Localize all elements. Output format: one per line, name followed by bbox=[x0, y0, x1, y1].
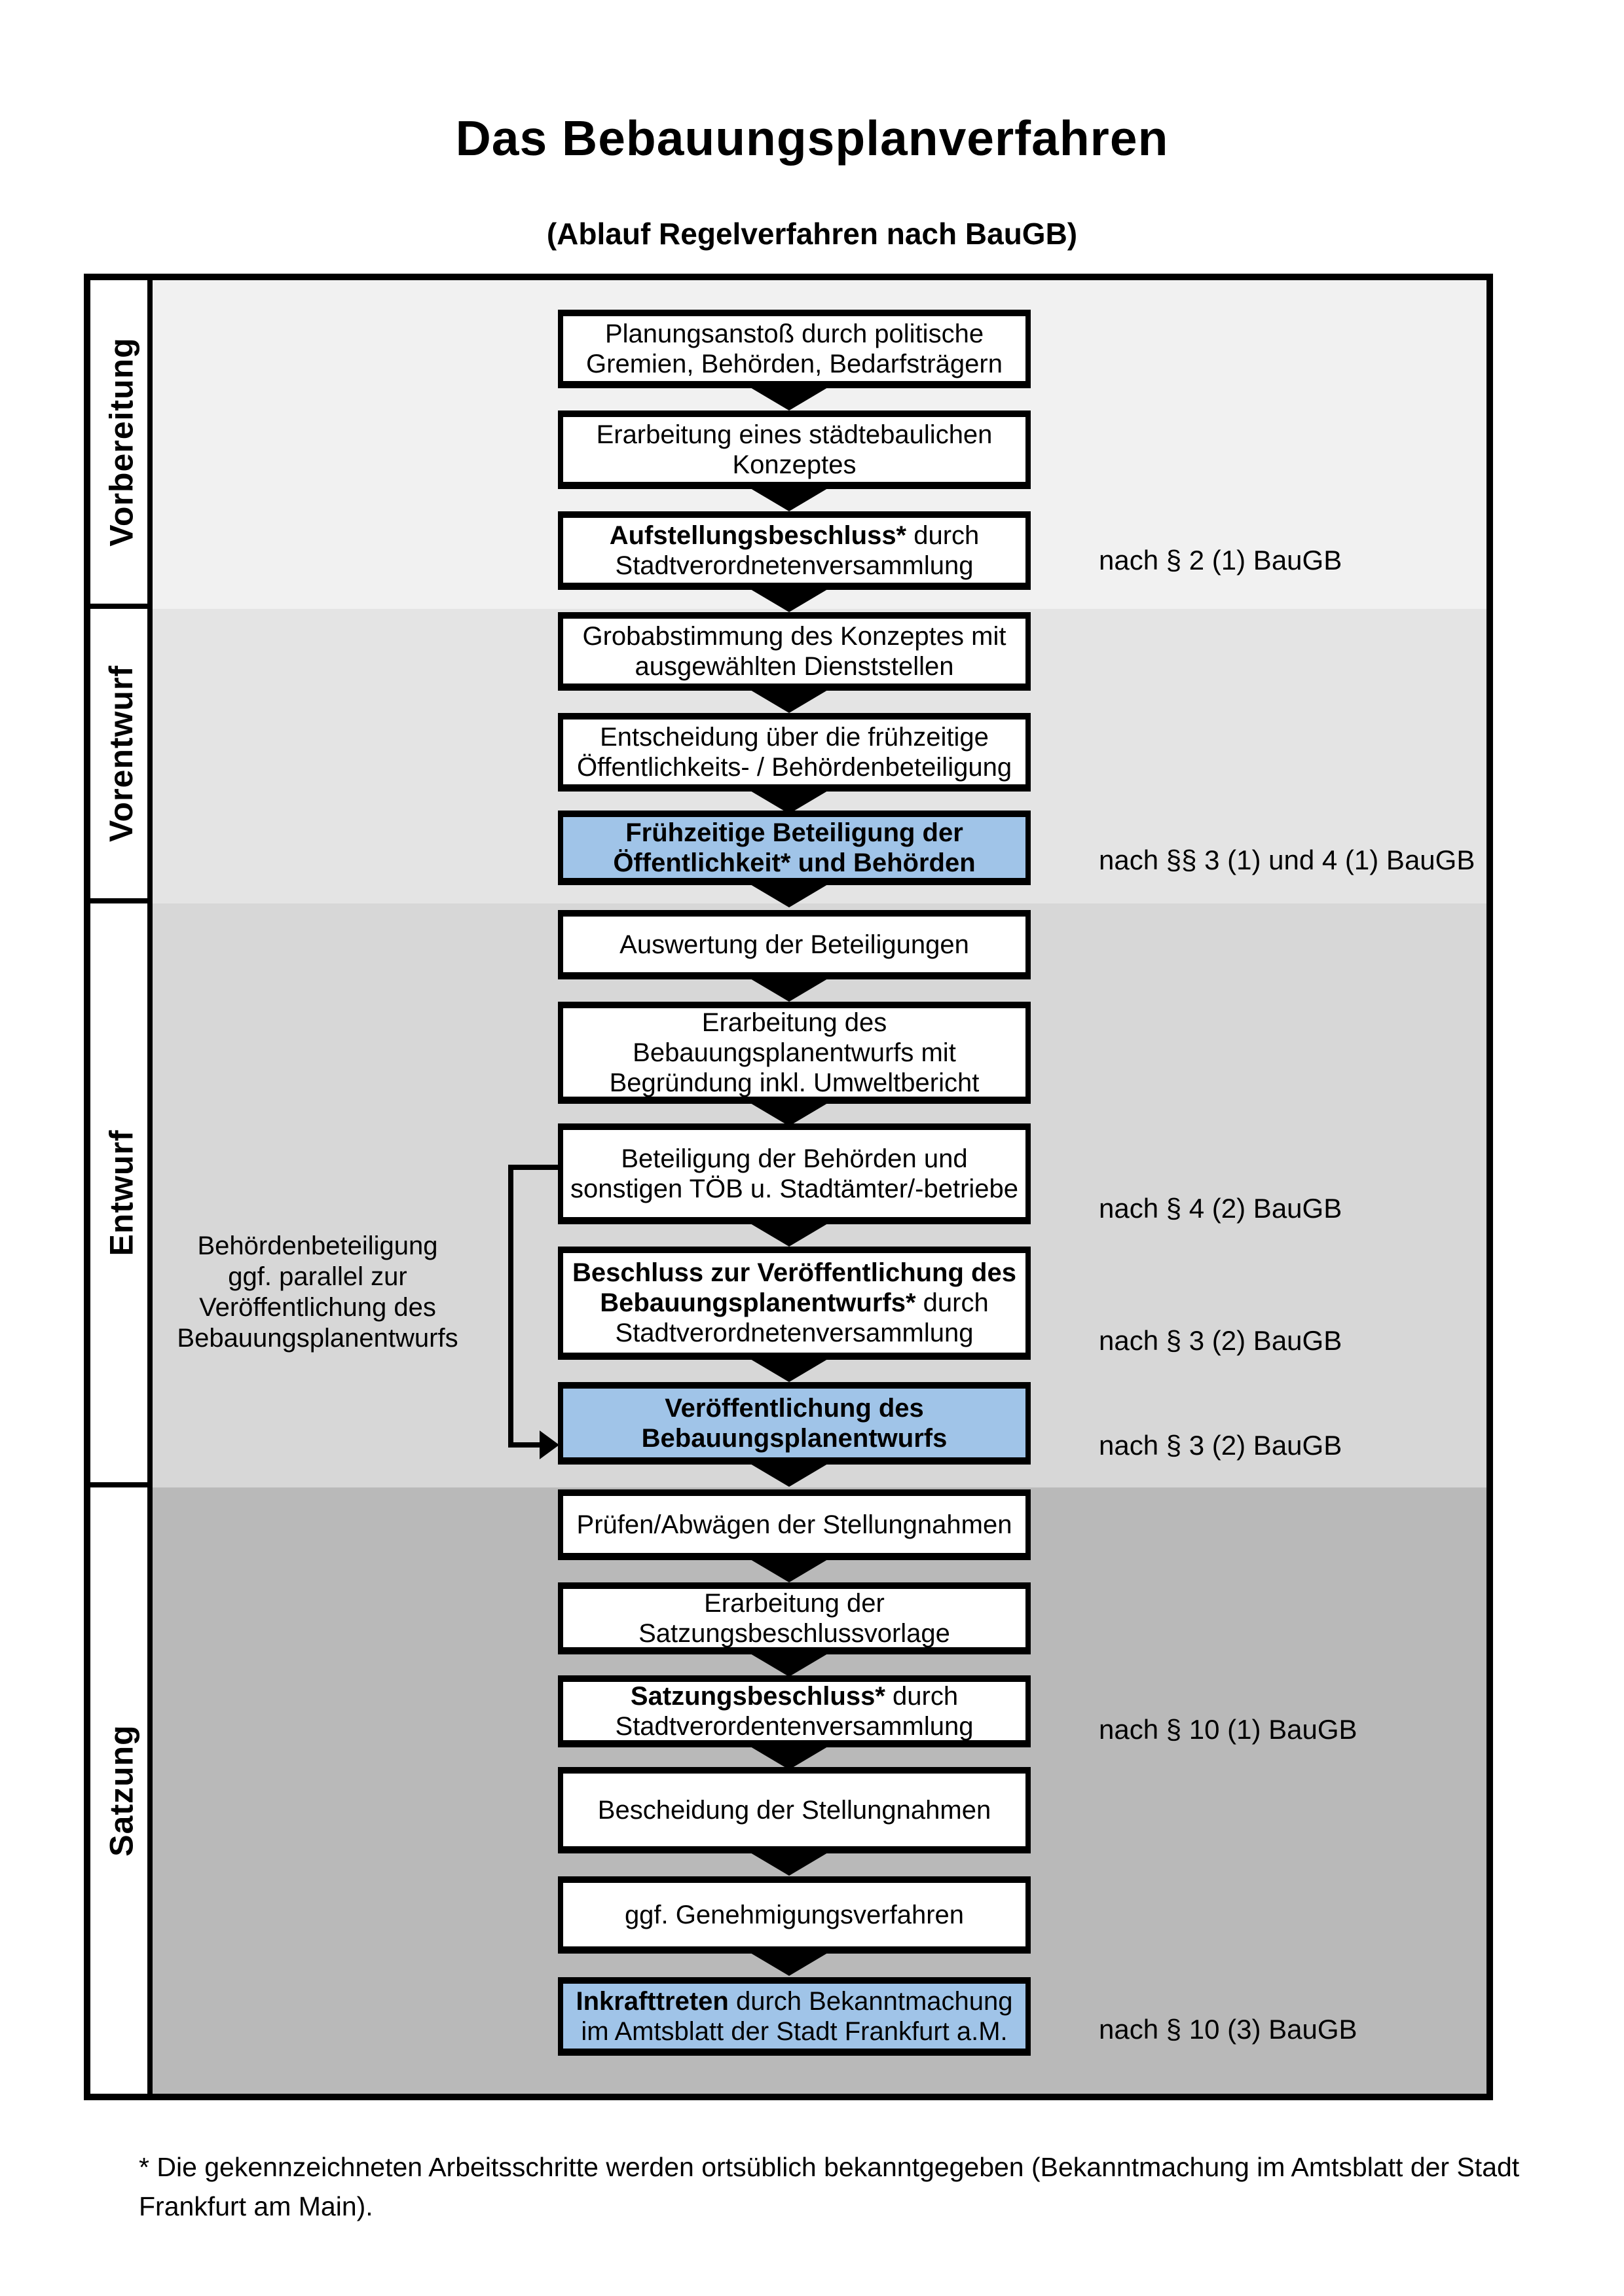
box-line: Öffentlichkeits- / Behördenbeteiligung bbox=[576, 752, 1012, 782]
legal-ref-inkrafttreten: nach § 10 (3) BauGB bbox=[1099, 2014, 1357, 2045]
footnote-line: * Die gekennzeichneten Arbeitsschritte w… bbox=[139, 2152, 1520, 2182]
side-note-line: Bebauungsplanentwurfs bbox=[177, 1324, 458, 1353]
phase-column-divider bbox=[147, 280, 153, 2094]
flow-box-behoerdenbeteiligung: Beteiligung der Behörden und sonstigen T… bbox=[558, 1123, 1031, 1224]
legal-ref-fruehzeitige-beteiligung: nach §§ 3 (1) und 4 (1) BauGB bbox=[1099, 845, 1475, 875]
box-line: Stadtverordentenversammlung bbox=[615, 1711, 974, 1741]
parallel-connector-line bbox=[508, 1442, 544, 1448]
side-note-line: Veröffentlichung des bbox=[199, 1293, 436, 1322]
box-line: Erarbeitung der bbox=[704, 1588, 885, 1618]
box-line: Stadtverordnetenversammlung bbox=[615, 1319, 974, 1347]
footnote: * Die gekennzeichneten Arbeitsschritte w… bbox=[139, 2147, 1534, 2226]
box-line: Erarbeitung eines städtebaulichen bbox=[596, 420, 993, 449]
box-line: ggf. Genehmigungsverfahren bbox=[624, 1900, 965, 1929]
flow-arrow-down-icon bbox=[747, 1101, 831, 1126]
flow-arrow-down-icon bbox=[747, 1462, 831, 1487]
side-note-parallel-beteiligung: Behördenbeteiligung ggf. parallel zur Ve… bbox=[154, 1231, 481, 1354]
flow-box-fruehzeitige-beteiligung: Frühzeitige Beteiligung der Öffentlichke… bbox=[558, 811, 1031, 885]
flow-arrow-down-icon bbox=[747, 1652, 831, 1677]
box-line: Entscheidung über die frühzeitige bbox=[600, 722, 989, 752]
flow-arrow-down-icon bbox=[747, 977, 831, 1002]
box-line: Satzungsbeschluss* durch bbox=[630, 1681, 959, 1711]
flow-box-aufstellungsbeschluss: Aufstellungsbeschluss* durch Stadtverord… bbox=[558, 511, 1031, 590]
box-line: Veröffentlichung des bbox=[665, 1393, 924, 1423]
box-line: Beschluss zur Veröffentlichung des bbox=[572, 1258, 1016, 1287]
flow-arrow-down-icon bbox=[747, 1558, 831, 1582]
box-line: Bescheidung der Stellungnahmen bbox=[597, 1795, 991, 1825]
flow-arrow-down-icon bbox=[747, 486, 831, 511]
box-line: Grobabstimmung des Konzeptes mit bbox=[582, 621, 1006, 651]
phase-cell-satzung: Satzung bbox=[90, 1487, 153, 2094]
flow-box-planungsanstoss: Planungsanstoß durch politische Gremien,… bbox=[558, 310, 1031, 388]
flow-box-veroeffentlichung: Veröffentlichung des Bebauungsplanentwur… bbox=[558, 1382, 1031, 1465]
legal-ref-veroeffentlichungsbeschluss: nach § 3 (2) BauGB bbox=[1099, 1325, 1342, 1356]
box-line: Gremien, Behörden, Bedarfsträgern bbox=[586, 349, 1003, 378]
flow-box-beschlussvorlage: Erarbeitung der Satzungsbeschlussvorlage bbox=[558, 1582, 1031, 1654]
flow-arrow-down-icon bbox=[747, 789, 831, 814]
flow-arrow-down-icon bbox=[747, 1222, 831, 1247]
phase-cell-vorbereitung: Vorbereitung bbox=[90, 280, 153, 609]
box-line: Bebauungsplanentwurfs* durch bbox=[600, 1288, 989, 1317]
box-line: Öffentlichkeit* und Behörden bbox=[613, 848, 976, 877]
box-line: Stadtverordnetenversammlung bbox=[615, 551, 974, 580]
box-line: Konzeptes bbox=[732, 450, 857, 479]
flow-arrow-down-icon bbox=[747, 1745, 831, 1770]
flow-box-entwurf-erarbeitung: Erarbeitung des Bebauungsplanentwurfs mi… bbox=[558, 1002, 1031, 1104]
box-line: Prüfen/Abwägen der Stellungnahmen bbox=[576, 1510, 1012, 1539]
flow-box-veroeffentlichungsbeschluss: Beschluss zur Veröffentlichung des Bebau… bbox=[558, 1247, 1031, 1360]
flow-box-inkrafttreten: Inkrafttreten durch Bekanntmachung im Am… bbox=[558, 1977, 1031, 2056]
flow-arrow-down-icon bbox=[747, 1357, 831, 1382]
box-line: Erarbeitung des bbox=[701, 1008, 887, 1037]
diagram-frame bbox=[84, 274, 1493, 2100]
box-line: Frühzeitige Beteiligung der bbox=[625, 818, 963, 847]
side-note-line: Behördenbeteiligung bbox=[197, 1231, 438, 1260]
phase-cell-entwurf: Entwurf bbox=[90, 903, 153, 1487]
flow-box-auswertung: Auswertung der Beteiligungen bbox=[558, 910, 1031, 979]
legal-ref-veroeffentlichung: nach § 3 (2) BauGB bbox=[1099, 1430, 1342, 1461]
box-line: Bebauungsplanentwurfs bbox=[641, 1423, 948, 1453]
flow-box-konzept-erarbeitung: Erarbeitung eines städtebaulichen Konzep… bbox=[558, 410, 1031, 489]
box-line: im Amtsblatt der Stadt Frankfurt a.M. bbox=[581, 2016, 1008, 2046]
page-title: Das Bebauungsplanverfahren bbox=[455, 111, 1169, 166]
box-line: Inkrafttreten durch Bekanntmachung bbox=[576, 1986, 1013, 2016]
box-line: ausgewählten Dienststellen bbox=[635, 651, 954, 681]
flow-arrow-down-icon bbox=[747, 1951, 831, 1976]
flow-box-pruefen-abwaegen: Prüfen/Abwägen der Stellungnahmen bbox=[558, 1489, 1031, 1560]
footnote-line: Frankfurt am Main). bbox=[139, 2191, 373, 2221]
flow-box-entscheidung-beteiligung: Entscheidung über die frühzeitige Öffent… bbox=[558, 713, 1031, 792]
page-subtitle: (Ablauf Regelverfahren nach BauGB) bbox=[546, 217, 1078, 251]
box-line: Satzungsbeschlussvorlage bbox=[638, 1618, 950, 1648]
box-line: Aufstellungsbeschluss* durch bbox=[609, 520, 980, 550]
parallel-connector-line bbox=[508, 1165, 513, 1448]
flow-arrow-down-icon bbox=[747, 883, 831, 907]
box-line: Beteiligung der Behörden und bbox=[621, 1144, 968, 1173]
flow-arrow-down-icon bbox=[747, 1851, 831, 1876]
box-line: Auswertung der Beteiligungen bbox=[619, 930, 969, 959]
flow-box-genehmigungsverfahren: ggf. Genehmigungsverfahren bbox=[558, 1876, 1031, 1954]
parallel-connector-arrow-icon bbox=[540, 1430, 559, 1459]
parallel-connector-stub bbox=[508, 1165, 558, 1170]
flow-arrow-down-icon bbox=[747, 688, 831, 713]
legal-ref-behoerdenbeteiligung: nach § 4 (2) BauGB bbox=[1099, 1193, 1342, 1224]
flow-box-grobabstimmung: Grobabstimmung des Konzeptes mit ausgewä… bbox=[558, 612, 1031, 691]
flow-arrow-down-icon bbox=[747, 587, 831, 612]
legal-ref-satzungsbeschluss: nach § 10 (1) BauGB bbox=[1099, 1714, 1357, 1745]
box-line: sonstigen TÖB u. Stadtämter/-betriebe bbox=[570, 1174, 1019, 1203]
side-note-line: ggf. parallel zur bbox=[228, 1262, 407, 1291]
phase-cell-vorentwurf: Vorentwurf bbox=[90, 609, 153, 903]
box-line: Planungsanstoß durch politische bbox=[604, 319, 984, 348]
box-line: Begründung inkl. Umweltbericht bbox=[609, 1068, 980, 1097]
flow-box-bescheidung: Bescheidung der Stellungnahmen bbox=[558, 1767, 1031, 1853]
flow-arrow-down-icon bbox=[747, 386, 831, 410]
legal-ref-aufstellungsbeschluss: nach § 2 (1) BauGB bbox=[1099, 545, 1342, 575]
flow-box-satzungsbeschluss: Satzungsbeschluss* durch Stadtverordente… bbox=[558, 1675, 1031, 1747]
box-line: Bebauungsplanentwurfs mit bbox=[633, 1038, 956, 1067]
